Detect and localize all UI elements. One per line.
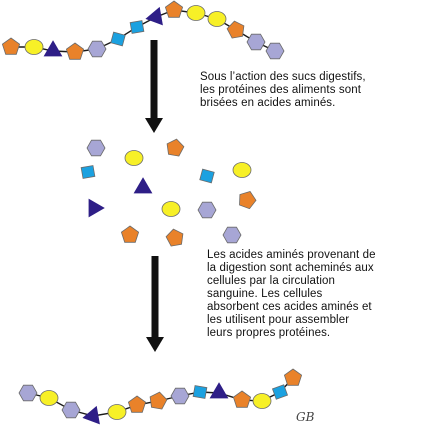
amino-acid-blue-square xyxy=(199,168,215,184)
amino-acid-lilac-hexagon xyxy=(18,384,38,402)
amino-acid-blue-square xyxy=(192,385,208,399)
amino-acid-orange-pentagon xyxy=(149,391,168,410)
protein-chain-bottom xyxy=(18,368,303,425)
caption-line: Les acides aminés provenant de xyxy=(207,249,376,261)
amino-acid-navy-triangle xyxy=(88,198,105,218)
amino-acid-lilac-hexagon xyxy=(61,401,81,419)
caption-absorption: Les acides aminés provenant de la digest… xyxy=(207,249,422,340)
amino-acid-navy-triangle xyxy=(43,40,63,57)
down-arrow-digestion xyxy=(145,40,163,133)
amino-acid-yellow-circle xyxy=(186,5,206,21)
down-arrow-absorption xyxy=(146,256,164,352)
amino-acid-orange-pentagon xyxy=(120,225,140,243)
amino-acid-lilac-hexagon xyxy=(170,387,190,405)
amino-acid-navy-triangle xyxy=(133,177,153,194)
amino-acid-lilac-hexagon xyxy=(222,226,242,244)
amino-acid-lilac-hexagon xyxy=(265,42,285,60)
amino-acid-navy-triangle xyxy=(209,382,229,399)
amino-acid-orange-pentagon xyxy=(232,390,252,408)
caption-line: absorbent ces acides aminés et xyxy=(207,301,372,313)
caption-line: sanguine. Les cellules xyxy=(207,288,323,300)
caption-line: cellules par la circulation xyxy=(207,275,335,287)
amino-acid-navy-triangle xyxy=(145,6,163,26)
amino-acid-lilac-hexagon xyxy=(197,201,217,219)
amino-acid-orange-pentagon xyxy=(164,0,184,18)
amino-acid-orange-pentagon xyxy=(165,228,184,247)
amino-acid-yellow-circle xyxy=(207,11,227,27)
amino-acid-orange-pentagon xyxy=(1,37,21,55)
arrow-shaft xyxy=(151,256,159,338)
amino-acid-orange-pentagon xyxy=(239,191,257,210)
amino-acid-navy-triangle xyxy=(82,405,100,425)
amino-acid-yellow-circle xyxy=(161,201,181,217)
caption-line: brisées en acides aminés. xyxy=(200,97,336,109)
amino-acid-blue-square xyxy=(271,384,289,400)
amino-acid-orange-pentagon xyxy=(226,20,245,39)
free-amino-acids xyxy=(80,138,257,247)
amino-acid-orange-pentagon xyxy=(65,42,85,60)
amino-acid-yellow-circle xyxy=(124,150,144,166)
amino-acid-blue-square xyxy=(129,20,145,34)
amino-acid-yellow-circle xyxy=(107,404,127,420)
arrow-shaft xyxy=(150,40,158,119)
arrow-head xyxy=(146,337,164,352)
arrow-head xyxy=(145,118,163,133)
protein-chain-top xyxy=(1,0,285,60)
amino-acid-yellow-circle xyxy=(24,39,44,55)
caption-digestion: Sous l’action des sucs digestifs, les pr… xyxy=(200,71,420,110)
amino-acid-yellow-circle xyxy=(39,390,59,406)
amino-acid-orange-pentagon xyxy=(127,395,147,413)
amino-acid-blue-square xyxy=(80,165,96,179)
amino-acid-yellow-circle xyxy=(232,162,252,178)
amino-acid-orange-pentagon xyxy=(166,138,185,157)
caption-line: les utilisent pour assembler xyxy=(207,314,350,326)
caption-line: Sous l’action des sucs digestifs, xyxy=(200,71,366,83)
amino-acid-yellow-circle xyxy=(252,393,272,409)
amino-acid-lilac-hexagon xyxy=(87,40,107,58)
caption-line: les protéines des aliments sont xyxy=(200,84,361,96)
amino-acid-lilac-hexagon xyxy=(246,33,266,51)
caption-line: leurs propres protéines. xyxy=(207,327,331,339)
amino-acid-blue-square xyxy=(110,31,126,47)
caption-line: la digestion sont acheminés aux xyxy=(207,262,374,274)
author-signature: GB xyxy=(296,410,315,424)
amino-acid-lilac-hexagon xyxy=(86,139,106,157)
amino-acid-orange-pentagon xyxy=(283,368,303,386)
